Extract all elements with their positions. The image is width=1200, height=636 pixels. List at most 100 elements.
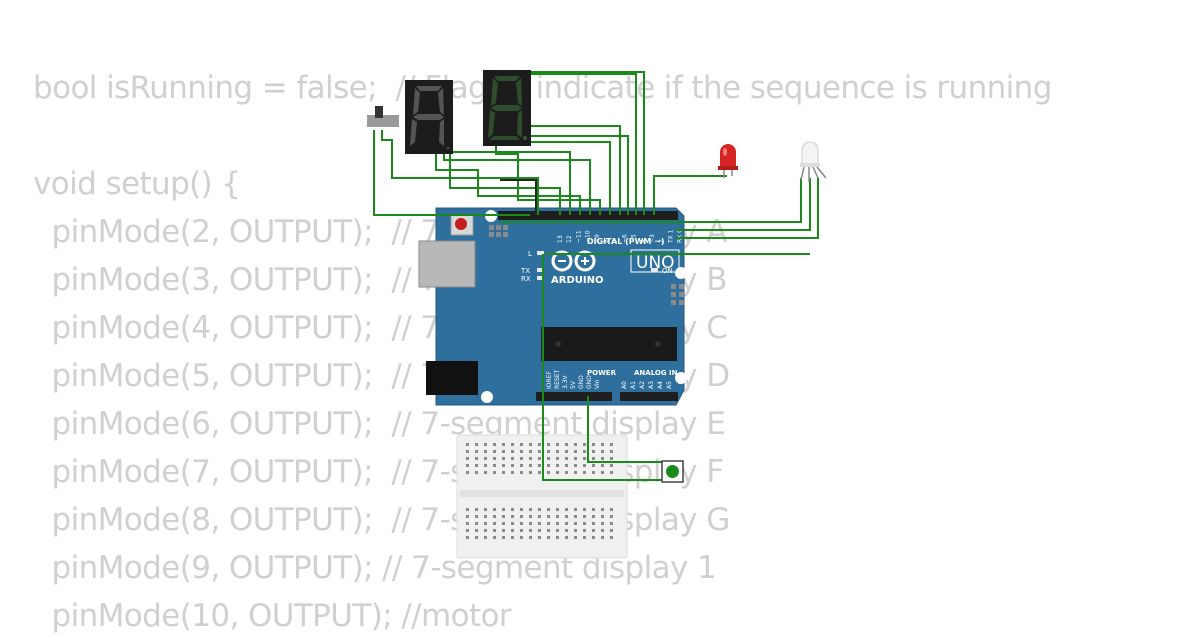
breadboard-hole: [466, 536, 469, 539]
breadboard-hole: [475, 529, 478, 532]
breadboard-hole: [484, 522, 487, 525]
breadboard-hole: [601, 536, 604, 539]
breadboard-hole: [493, 515, 496, 518]
breadboard-hole: [475, 457, 478, 460]
usb-connector: [418, 240, 476, 288]
breadboard-hole: [475, 515, 478, 518]
breadboard-hole: [601, 450, 604, 453]
breadboard-hole: [529, 471, 532, 474]
breadboard-hole: [601, 464, 604, 467]
pin-label: ~5: [631, 234, 638, 243]
breadboard-hole: [502, 536, 505, 539]
breadboard-hole: [565, 450, 568, 453]
tx-label: TX: [520, 267, 530, 275]
breadboard-hole: [601, 443, 604, 446]
breadboard-hole: [565, 457, 568, 460]
breadboard-hole: [493, 508, 496, 511]
pin-label: GND: [586, 375, 593, 389]
arduino-board[interactable]: UNO ARDUINO DIGITAL (PWM ~) POWER ANALOG…: [418, 207, 687, 406]
wire: [500, 71, 645, 215]
seven-segment-display-right: [483, 70, 531, 146]
mini-breadboard[interactable]: [456, 434, 628, 559]
breadboard-hole: [520, 464, 523, 467]
pin-label: ~10: [585, 230, 592, 243]
breadboard-hole: [574, 508, 577, 511]
breadboard-hole: [610, 508, 613, 511]
pin-label: 13: [557, 235, 564, 243]
breadboard-hole: [493, 522, 496, 525]
power-header: [536, 392, 612, 401]
breadboard-hole: [511, 508, 514, 511]
code-line: pinMode(10, OUTPUT); //motor: [33, 598, 512, 634]
breadboard-hole: [466, 522, 469, 525]
wire: [653, 175, 727, 215]
breadboard-hole: [592, 515, 595, 518]
breadboard-hole: [502, 529, 505, 532]
breadboard-hole: [610, 515, 613, 518]
breadboard-hole: [520, 457, 523, 460]
power-label: POWER: [587, 369, 617, 377]
breadboard-hole: [493, 529, 496, 532]
slide-switch[interactable]: [367, 106, 399, 127]
breadboard-hole: [529, 508, 532, 511]
pin-label: A5: [666, 381, 673, 389]
pin-label: 7: [612, 239, 619, 243]
code-line: void setup() {: [33, 166, 241, 202]
breadboard-hole: [601, 457, 604, 460]
breadboard-hole: [574, 457, 577, 460]
segments-unlit: [488, 76, 522, 140]
breadboard-hole: [547, 522, 550, 525]
breadboard-hole: [502, 515, 505, 518]
breadboard-hole: [565, 529, 568, 532]
wire: [523, 135, 629, 215]
breadboard-hole: [583, 457, 586, 460]
reset-button[interactable]: [455, 218, 467, 230]
breadboard-hole: [610, 457, 613, 460]
breadboard-hole: [493, 457, 496, 460]
breadboard-hole: [592, 508, 595, 511]
breadboard-hole: [547, 515, 550, 518]
breadboard-hole: [529, 450, 532, 453]
analog-header: [620, 392, 678, 401]
breadboard-hole: [511, 515, 514, 518]
breadboard-hole: [511, 522, 514, 525]
pin-label: 4: [640, 239, 647, 243]
breadboard-hole: [511, 471, 514, 474]
breadboard-hole: [475, 522, 478, 525]
breadboard-hole: [610, 536, 613, 539]
breadboard-hole: [610, 471, 613, 474]
analog-in-label: ANALOG IN: [634, 369, 678, 377]
pin-label: A0: [621, 381, 628, 389]
pin-label: A4: [657, 381, 664, 389]
pin-label: ~9: [594, 234, 601, 243]
breadboard-hole: [520, 515, 523, 518]
breadboard-hole: [529, 457, 532, 460]
breadboard-hole: [592, 536, 595, 539]
breadboard-hole: [529, 522, 532, 525]
breadboard-hole: [601, 471, 604, 474]
breadboard-hole: [538, 443, 541, 446]
board-model-label: UNO: [636, 253, 675, 273]
breadboard-hole: [583, 464, 586, 467]
breadboard-hole: [520, 508, 523, 511]
on-label: ON: [662, 267, 673, 275]
breadboard-hole: [556, 450, 559, 453]
breadboard-hole: [493, 464, 496, 467]
breadboard-hole: [556, 508, 559, 511]
breadboard-hole: [547, 529, 550, 532]
wire: [500, 178, 802, 223]
breadboard-hole: [493, 443, 496, 446]
power-jack: [426, 361, 478, 395]
push-button[interactable]: [661, 460, 684, 483]
icsp-header-right: [671, 284, 684, 305]
breadboard-hole: [466, 457, 469, 460]
breadboard-hole: [556, 457, 559, 460]
breadboard-hole: [538, 536, 541, 539]
breadboard-hole: [556, 522, 559, 525]
breadboard-hole: [502, 471, 505, 474]
breadboard-hole: [502, 457, 505, 460]
breadboard-hole: [538, 529, 541, 532]
breadboard-hole: [484, 471, 487, 474]
breadboard-hole: [484, 529, 487, 532]
